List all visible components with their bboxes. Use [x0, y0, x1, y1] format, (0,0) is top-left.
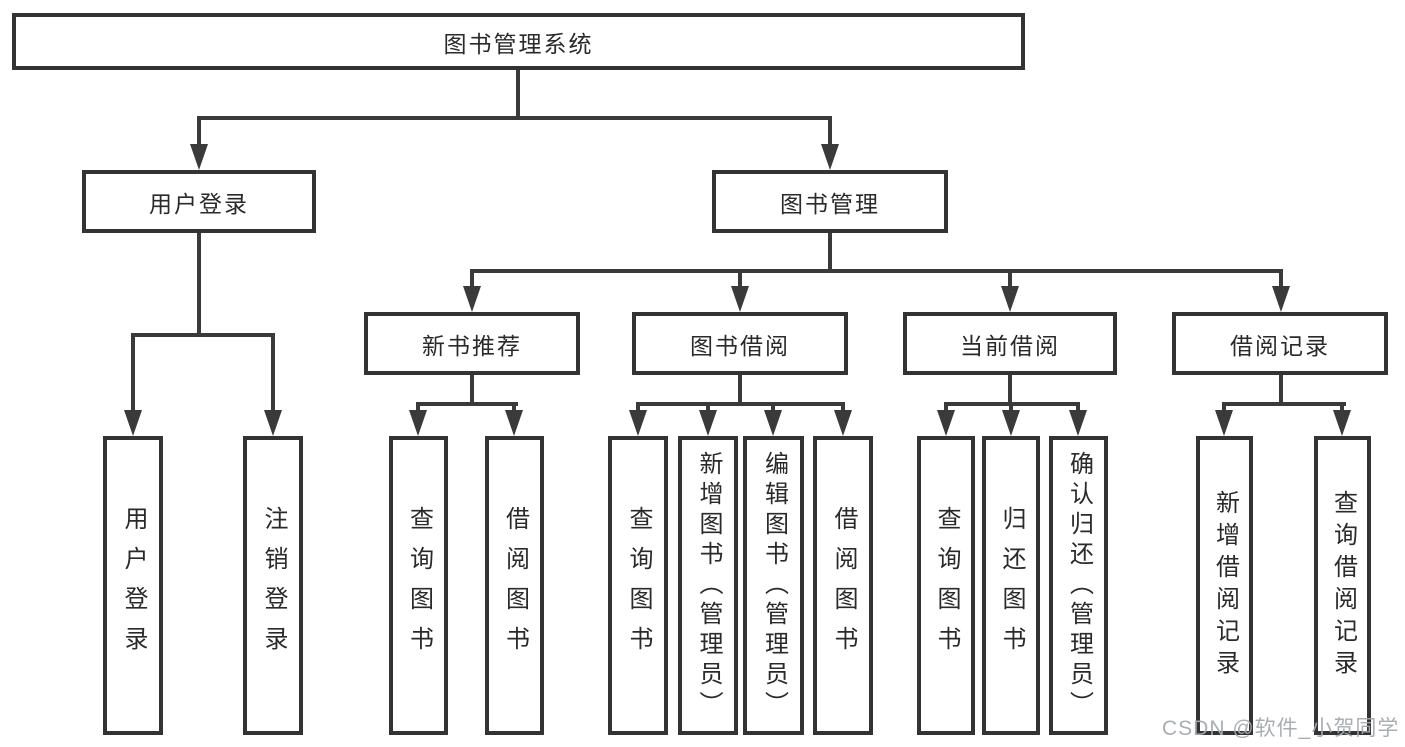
arrowhead-down-icon: [1215, 410, 1233, 436]
arrowhead-down-icon: [1002, 410, 1020, 436]
connector-line: [1009, 404, 1013, 412]
connector-line: [738, 271, 742, 288]
node-label: 当前借阅: [960, 332, 1060, 359]
arrowhead-down-icon: [409, 410, 427, 436]
leaf-user-login: 用户登录: [103, 436, 163, 735]
connector-line: [197, 116, 832, 120]
node-new-book-recommendation: 新书推荐: [364, 312, 580, 375]
arrowhead-down-icon: [1001, 286, 1019, 312]
leaf-borrow-books-newbook: 借阅图书: [485, 436, 544, 735]
arrowhead-down-icon: [505, 410, 523, 436]
connector-line: [706, 404, 710, 412]
node-label: 注销登录: [260, 505, 287, 666]
node-label: 借阅记录: [1230, 332, 1330, 359]
connector-line: [828, 118, 832, 146]
connector-line: [1222, 404, 1226, 412]
connector-line: [416, 402, 518, 406]
node-label: 新书推荐: [422, 332, 522, 359]
connector-line: [828, 231, 832, 273]
node-label: 借阅图书: [830, 505, 857, 666]
leaf-borrow-books-borrowing: 借阅图书: [813, 436, 873, 735]
arrowhead-down-icon: [463, 286, 481, 312]
connector-line: [470, 269, 1283, 273]
node-label: 查询图书: [933, 505, 960, 666]
connector-line: [131, 335, 135, 410]
leaf-add-book-admin: 新增图书（管理员）: [678, 436, 738, 735]
leaf-confirm-return-admin: 确认归还（管理员）: [1049, 436, 1108, 735]
connector-line: [944, 404, 948, 412]
arrowhead-down-icon: [937, 410, 955, 436]
connector-line: [1008, 373, 1012, 405]
connector-line: [512, 404, 516, 412]
connector-line: [1076, 404, 1080, 412]
connector-line: [131, 333, 275, 337]
connector-line: [771, 404, 775, 412]
arrowhead-down-icon: [821, 144, 839, 170]
connector-line: [416, 404, 420, 412]
node-label: 编辑图书（管理员）: [760, 450, 788, 721]
node-user-login: 用户登录: [82, 170, 316, 233]
connector-line: [197, 118, 201, 146]
node-label: 查询图书: [625, 505, 652, 666]
connector-line: [1340, 404, 1344, 412]
leaf-edit-book-admin: 编辑图书（管理员）: [743, 436, 804, 735]
leaf-query-books-current: 查询图书: [917, 436, 975, 735]
connector-line: [1222, 402, 1346, 406]
leaf-logout: 注销登录: [243, 436, 303, 735]
node-label: 确认归还（管理员）: [1065, 450, 1093, 721]
node-label: 归还图书: [998, 505, 1025, 666]
node-label: 借阅图书: [501, 505, 529, 666]
arrowhead-down-icon: [124, 410, 142, 436]
connector-line: [841, 404, 845, 412]
arrowhead-down-icon: [1069, 410, 1087, 436]
connector-line: [1279, 373, 1283, 405]
leaf-return-books: 归还图书: [982, 436, 1040, 735]
node-book-borrowing: 图书借阅: [632, 312, 848, 375]
csdn-watermark: CSDN @软件_小贺同学: [1162, 717, 1400, 740]
node-label: 查询借阅记录: [1329, 489, 1357, 682]
arrowhead-down-icon: [699, 410, 717, 436]
connector-line: [636, 402, 845, 406]
connector-line: [470, 373, 474, 405]
node-root-system: 图书管理系统: [12, 13, 1025, 70]
connector-line: [738, 373, 742, 405]
connector-line: [1279, 271, 1283, 288]
node-label: 图书管理: [780, 190, 880, 217]
node-book-management: 图书管理: [712, 170, 948, 233]
arrowhead-down-icon: [629, 410, 647, 436]
node-label: 用户登录: [149, 190, 249, 217]
arrowhead-down-icon: [834, 410, 852, 436]
connector-line: [516, 70, 520, 118]
connector-line: [1008, 271, 1012, 288]
leaf-add-borrow-record: 新增借阅记录: [1196, 436, 1253, 735]
leaf-query-books-borrowing: 查询图书: [608, 436, 668, 735]
node-label: 新增图书（管理员）: [695, 450, 722, 721]
node-label: 图书管理系统: [443, 30, 594, 57]
connector-line: [271, 335, 275, 410]
connector-line: [636, 404, 640, 412]
connector-line: [197, 231, 201, 335]
connector-line: [470, 271, 474, 288]
arrowhead-down-icon: [264, 410, 282, 436]
arrowhead-down-icon: [190, 144, 208, 170]
leaf-query-books-newbook: 查询图书: [389, 436, 448, 735]
arrowhead-down-icon: [764, 410, 782, 436]
node-current-borrowing: 当前借阅: [903, 312, 1117, 375]
node-label: 查询图书: [405, 505, 433, 666]
node-label: 用户登录: [120, 505, 147, 666]
node-label: 图书借阅: [690, 332, 790, 359]
node-borrowing-records: 借阅记录: [1172, 312, 1388, 375]
arrowhead-down-icon: [731, 286, 749, 312]
arrowhead-down-icon: [1272, 286, 1290, 312]
node-label: 新增借阅记录: [1211, 489, 1239, 682]
leaf-query-borrow-record: 查询借阅记录: [1314, 436, 1371, 735]
arrowhead-down-icon: [1333, 410, 1351, 436]
